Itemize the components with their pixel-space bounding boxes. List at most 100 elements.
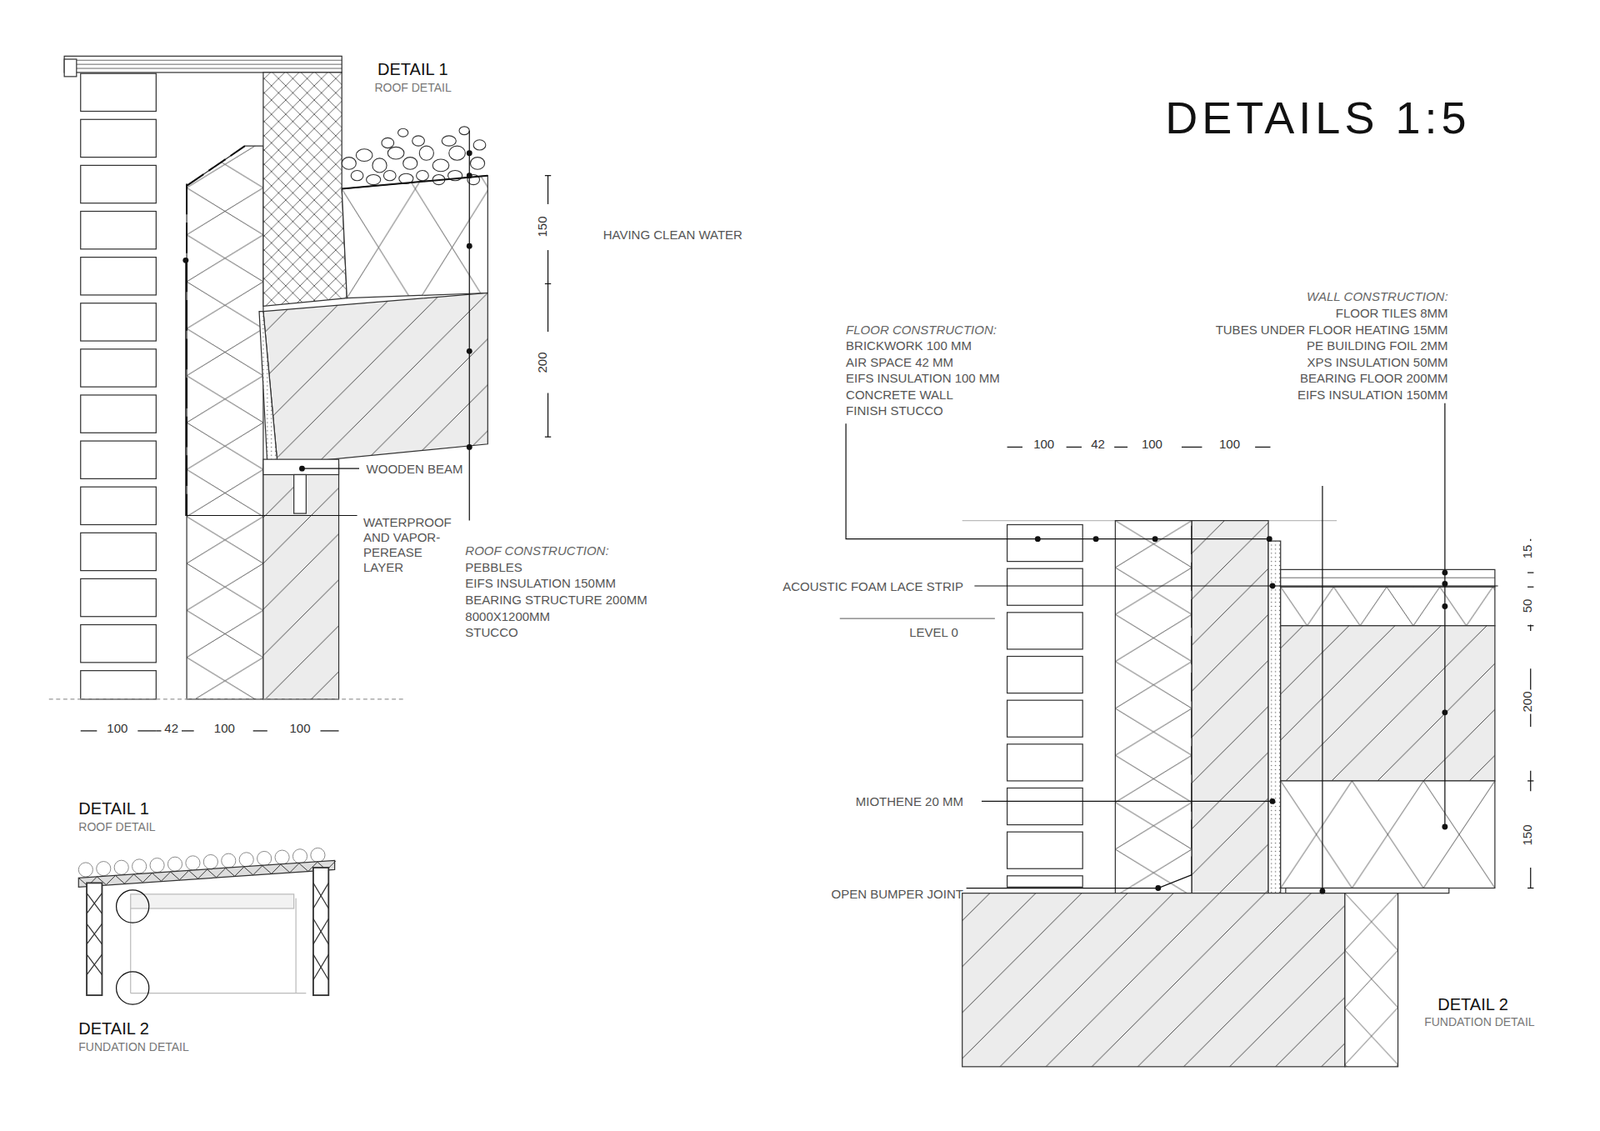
drawing-ellipse — [403, 157, 418, 170]
drawing-rect — [1007, 568, 1084, 605]
annotation-label: FUNDATION DETAIL — [78, 1040, 190, 1055]
annotation-label: WATERPROOF AND VAPOR- PEREASE LAYER — [363, 515, 454, 575]
drawing-rect — [1345, 893, 1399, 1067]
drawing-line — [124, 874, 134, 884]
dimension-label: 200 — [1520, 690, 1535, 715]
drawing-ellipse — [416, 170, 430, 181]
drawing-rect — [80, 440, 157, 479]
drawing-circle — [114, 860, 129, 875]
drawing-rect — [80, 670, 157, 700]
annotation-label: EIFS INSULATION 150MM — [465, 575, 616, 591]
detail-heading: DETAIL 2 — [1437, 994, 1508, 1015]
drawing-line — [301, 468, 360, 470]
drawing-ellipse — [412, 135, 425, 146]
drawing-line — [469, 130, 470, 521]
drawing-line — [981, 800, 1273, 802]
drawing-circle — [1155, 885, 1161, 891]
drawing-line — [170, 871, 180, 880]
drawing-rect — [294, 474, 307, 514]
drawing-line — [216, 868, 226, 878]
foundation-detail — [840, 403, 1535, 1067]
drawing-circle — [1270, 798, 1276, 805]
dimension-label: 15 — [1520, 543, 1535, 561]
drawing-circle — [1441, 603, 1448, 610]
drawing-rect — [962, 893, 1345, 1067]
drawing-rect — [80, 532, 157, 570]
dimension-label: 100 — [1140, 436, 1165, 452]
drawing-rect — [1280, 780, 1495, 889]
drawing-line — [130, 908, 131, 994]
annotation-label: ROOF DETAIL — [78, 819, 155, 834]
drawing-rect — [80, 119, 157, 157]
drawing-line — [76, 68, 342, 70]
annotation-label: STUCCO — [465, 625, 518, 640]
drawing-circle — [257, 850, 272, 865]
drawing-line — [142, 873, 152, 883]
drawing-line — [86, 893, 102, 914]
truss — [78, 860, 336, 886]
drawing-circle — [221, 853, 236, 868]
drawing-line — [295, 898, 296, 994]
drawing-line — [547, 393, 549, 438]
annotation-label: PE BUILDING FOIL 2MM — [1306, 338, 1448, 354]
dimension-label: 50 — [1520, 597, 1535, 615]
pebbles — [341, 126, 486, 185]
drawing-polygon — [263, 292, 488, 465]
drawing-line — [1527, 625, 1534, 626]
drawing-circle — [1320, 888, 1326, 895]
drawing-circle — [150, 858, 165, 873]
drawing-circle — [466, 444, 473, 450]
drawing-ellipse — [350, 170, 364, 181]
drawing-line — [189, 870, 199, 879]
drawing-line — [253, 730, 268, 731]
drawing-line — [290, 863, 300, 873]
drawing-rect — [1007, 831, 1084, 869]
annotation-label: ROOF DETAIL — [374, 80, 451, 95]
drawing-line — [151, 872, 161, 881]
drawing-circle — [203, 854, 218, 869]
drawing-title: DETAILS 1:5 — [1165, 90, 1470, 145]
drawing-line — [547, 175, 549, 205]
drawing-line — [1066, 446, 1082, 448]
drawing-circle — [167, 856, 182, 871]
annotation-label: EIFS INSULATION 150MM — [1297, 387, 1449, 403]
dimension-label: 100 — [1217, 436, 1242, 452]
drawing-rect — [1268, 540, 1281, 894]
drawing-rect — [1280, 625, 1495, 781]
dimension-label: 100 — [105, 720, 130, 736]
drawing-line — [244, 866, 254, 875]
drawing-polygon — [186, 145, 264, 700]
dimension-label: 100 — [1031, 436, 1056, 452]
drawing-rect — [64, 59, 77, 77]
drawing-ellipse — [470, 157, 485, 170]
drawing-circle — [1270, 583, 1276, 590]
drawing-line — [313, 918, 329, 945]
drawing-line — [313, 954, 329, 980]
drawing-rect — [80, 486, 157, 525]
drawing-line — [1530, 770, 1531, 791]
drawing-line — [1527, 571, 1534, 573]
drawing-circle — [96, 861, 111, 876]
annotation-label: LEVEL 0 — [909, 625, 959, 640]
drawing-rect — [1191, 520, 1269, 894]
drawing-circle — [292, 849, 307, 864]
drawing-line — [1321, 485, 1323, 894]
brickwork — [1007, 525, 1084, 888]
drawing-rect — [1007, 744, 1084, 781]
drawing-line — [225, 868, 235, 877]
drawing-rect — [1007, 787, 1084, 825]
drawing-circle — [116, 971, 150, 1005]
drawing-line — [76, 64, 342, 65]
drawing-line — [253, 865, 263, 875]
drawing-rect — [80, 73, 157, 111]
drawing-line — [545, 283, 551, 285]
drawing-line — [313, 954, 329, 980]
drawing-ellipse — [432, 159, 450, 172]
drawing-ellipse — [441, 135, 456, 146]
annotation-label: BRICKWORK 100 MM — [845, 338, 972, 354]
drawing-ellipse — [459, 126, 470, 135]
roof-detail — [49, 55, 551, 731]
detail-heading: DETAIL 2 — [78, 1018, 149, 1039]
drawing-line — [1527, 586, 1534, 588]
drawing-rect — [80, 211, 157, 250]
